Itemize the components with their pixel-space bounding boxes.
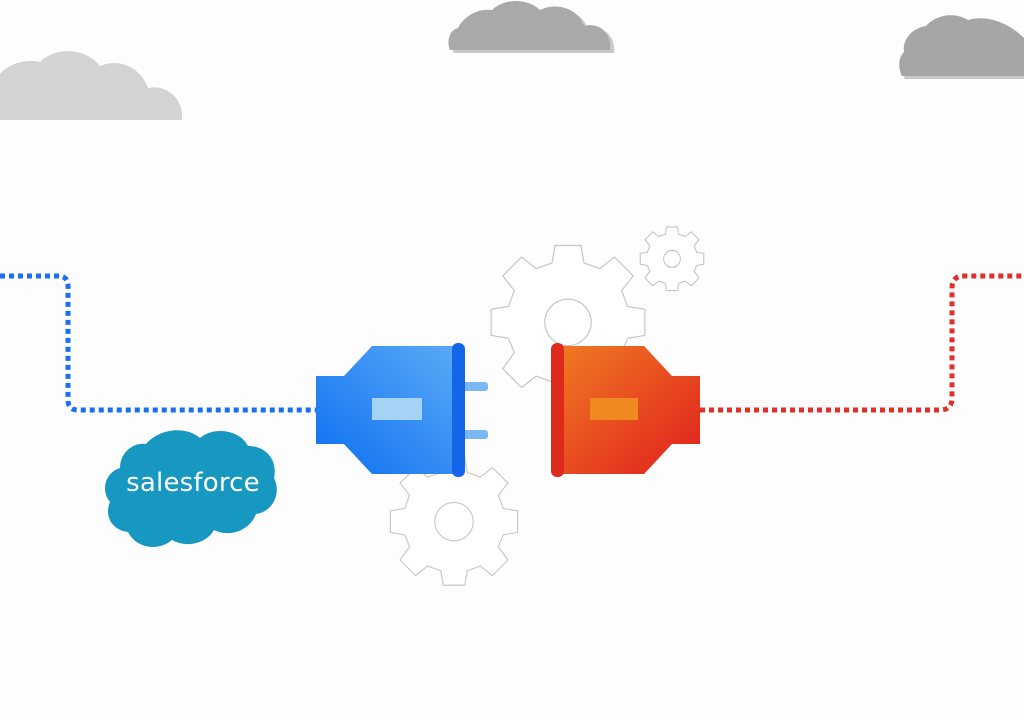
cloud-center bbox=[448, 1, 615, 53]
right-dotted-line bbox=[700, 273, 1024, 413]
gear-icon bbox=[389, 457, 519, 586]
salesforce-wordmark: salesforce bbox=[126, 468, 260, 498]
plug-prong bbox=[462, 382, 488, 391]
left-dotted-line bbox=[0, 273, 318, 413]
red-plug bbox=[551, 343, 700, 477]
blue-plug bbox=[316, 343, 488, 477]
plug-prong bbox=[462, 430, 488, 439]
gear-icon bbox=[639, 226, 705, 292]
cloud-right bbox=[899, 15, 1024, 79]
cloud-left bbox=[0, 51, 183, 120]
gear-icon bbox=[490, 244, 646, 400]
